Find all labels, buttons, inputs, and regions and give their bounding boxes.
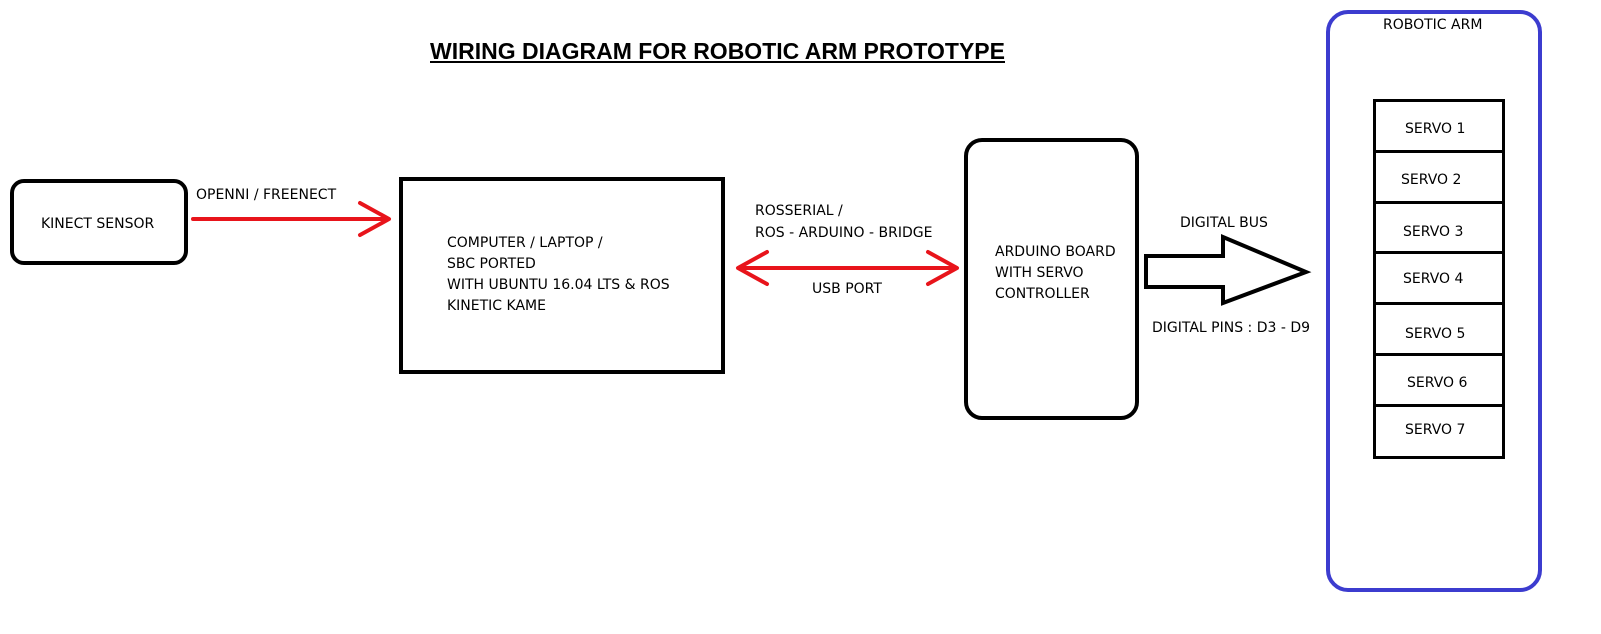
arduino-label-line: WITH SERVO (995, 265, 1084, 281)
computer-label-line: KINETIC KAME (447, 298, 546, 314)
arduino-label: ARDUINO BOARD WITH SERVO CONTROLLER (995, 242, 1116, 305)
computer-label-line: COMPUTER / LAPTOP / (447, 235, 603, 251)
servo-6: SERVO 6 (1373, 353, 1505, 407)
digital-bus-label: DIGITAL BUS (1180, 215, 1268, 231)
servo-label: SERVO 2 (1401, 172, 1462, 188)
digital-pins-label: DIGITAL PINS : D3 - D9 (1152, 320, 1311, 336)
servo-label: SERVO 7 (1405, 422, 1466, 438)
computer-label-line: WITH UBUNTU 16.04 LTS & ROS (447, 277, 670, 293)
servo-label: SERVO 5 (1405, 326, 1466, 342)
kinect-sensor-label: KINECT SENSOR (41, 216, 155, 232)
computer-label-line: SBC PORTED (447, 256, 536, 272)
servo-label: SERVO 6 (1407, 375, 1468, 391)
servo-4: SERVO 4 (1373, 251, 1505, 305)
computer-label: COMPUTER / LAPTOP / SBC PORTED WITH UBUN… (447, 233, 670, 317)
arduino-node: ARDUINO BOARD WITH SERVO CONTROLLER (964, 138, 1139, 420)
rosserial-label: ROSSERIAL / ROS - ARDUINO - BRIDGE (755, 200, 932, 244)
kinect-sensor-node: KINECT SENSOR (10, 179, 188, 265)
digital-bus-arrow (1144, 233, 1312, 306)
usb-double-arrow (736, 250, 959, 286)
openni-arrow (191, 201, 391, 237)
servo-label: SERVO 3 (1403, 224, 1464, 240)
robotic-arm-label: ROBOTIC ARM (1383, 17, 1483, 33)
servo-3: SERVO 3 (1373, 201, 1505, 254)
servo-5: SERVO 5 (1373, 302, 1505, 356)
computer-node: COMPUTER / LAPTOP / SBC PORTED WITH UBUN… (399, 177, 725, 374)
servo-1: SERVO 1 (1373, 99, 1505, 153)
usb-port-label: USB PORT (812, 281, 882, 297)
servo-label: SERVO 4 (1403, 271, 1464, 287)
diagram-title: WIRING DIAGRAM FOR ROBOTIC ARM PROTOTYPE (430, 38, 1005, 64)
arduino-label-line: CONTROLLER (995, 286, 1090, 302)
servo-2: SERVO 2 (1373, 150, 1505, 204)
rosserial-label-line: ROS - ARDUINO - BRIDGE (755, 225, 933, 241)
robotic-arm-node (1326, 10, 1542, 592)
openni-freenect-label: OPENNI / FREENECT (196, 187, 337, 203)
servo-label: SERVO 1 (1405, 121, 1466, 137)
arduino-label-line: ARDUINO BOARD (995, 244, 1116, 260)
rosserial-label-line: ROSSERIAL / (755, 203, 843, 219)
servo-7: SERVO 7 (1373, 404, 1505, 459)
